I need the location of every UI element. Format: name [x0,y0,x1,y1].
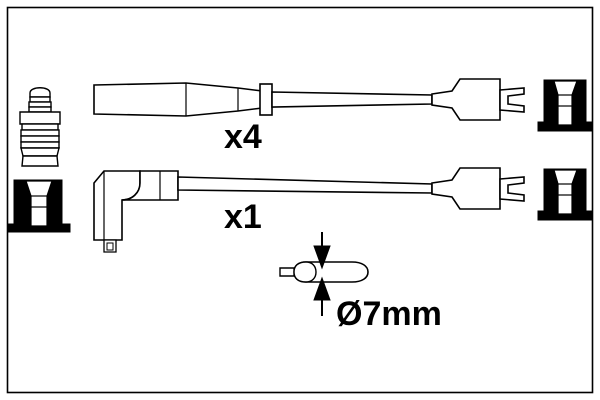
top-cable-quantity-label: x4 [224,118,262,156]
elbow-ignition-cable [93,167,525,253]
rubber-boot [19,87,61,167]
dimension-arrow-top [313,232,331,270]
terminal-socket-section-left [7,179,71,233]
cable-diameter-label: Ø7mm [336,295,442,333]
bottom-cable-quantity-label: x1 [224,198,262,236]
straight-ignition-cable [93,78,525,121]
terminal-socket-section-right-bottom [537,168,593,221]
terminal-socket-section-right-top [537,79,593,132]
cable-diameter-callout: Ø7mm [279,232,442,333]
dimension-arrow-bottom [313,276,331,316]
diagram-frame [6,6,594,394]
